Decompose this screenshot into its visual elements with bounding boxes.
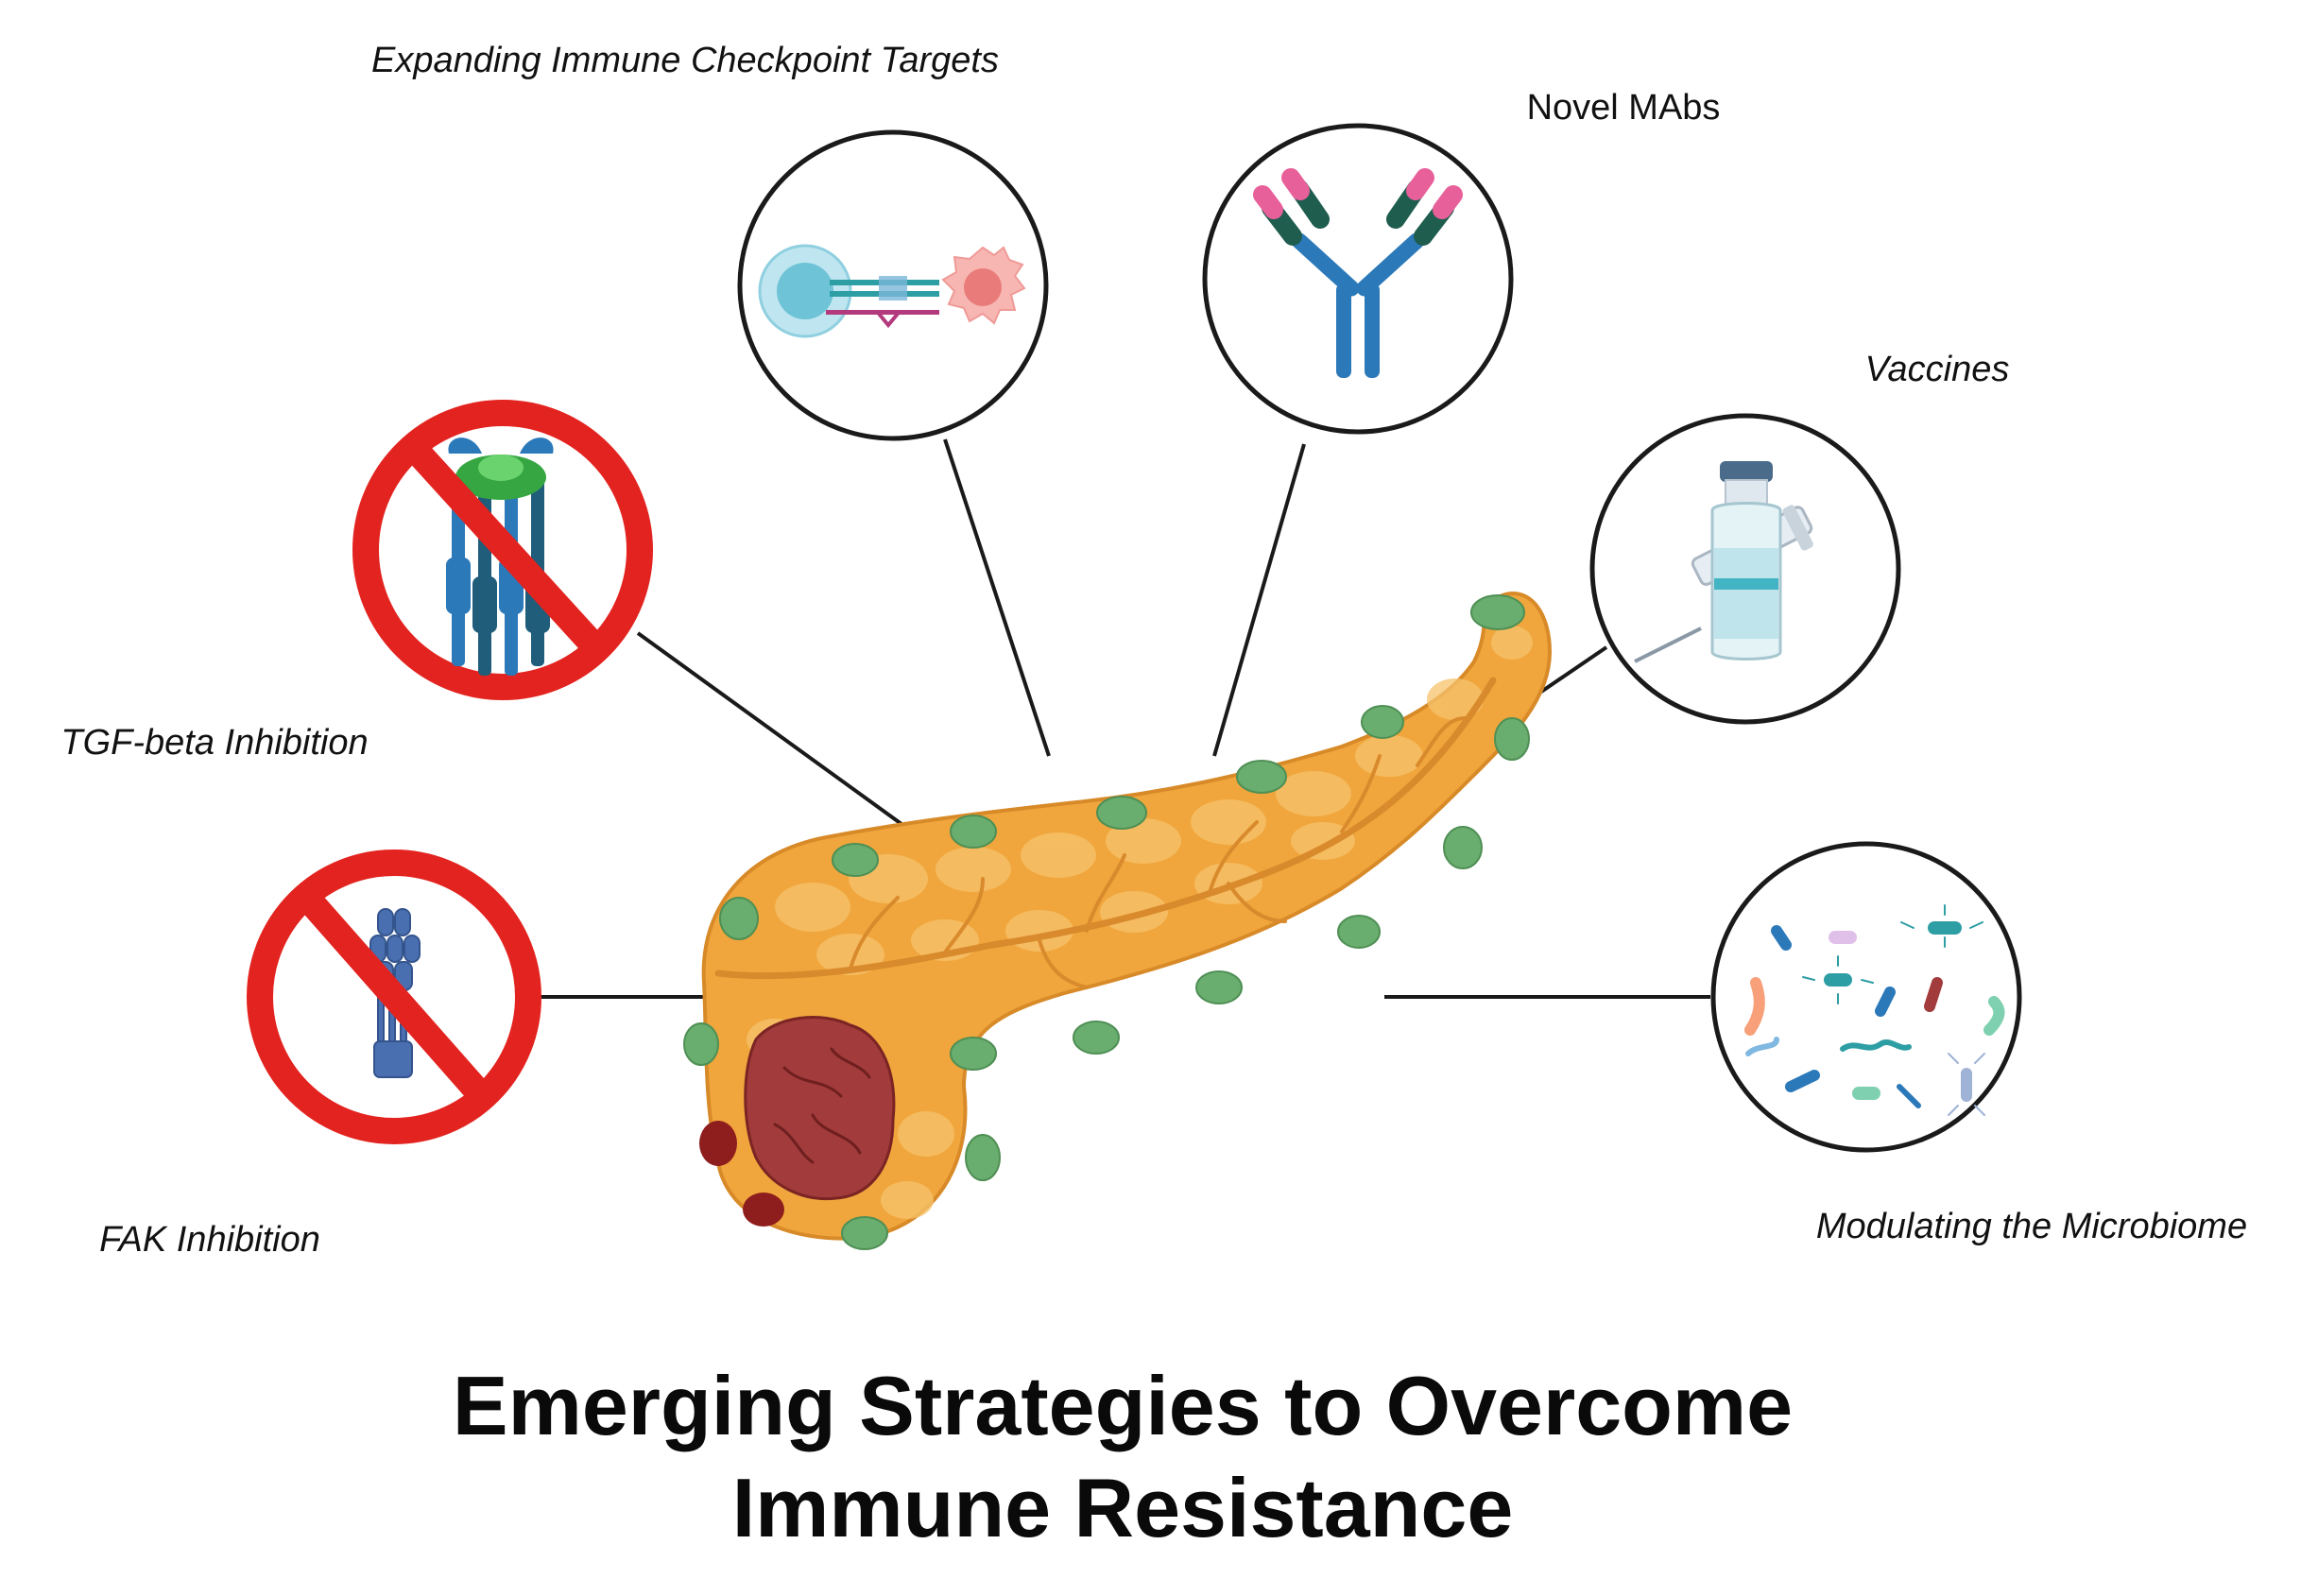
- lymph-node: [1443, 826, 1483, 869]
- lymph-node: [1494, 717, 1530, 761]
- microbiome-circle: [1710, 841, 2022, 1153]
- lymph-node: [1236, 760, 1287, 794]
- checkpoint-label: Expanding Immune Checkpoint Targets: [371, 41, 999, 80]
- diagram-title: Emerging Strategies to Overcome Immune R…: [453, 1359, 1793, 1554]
- tgf-beta-receptor-prohibited-icon: [352, 400, 653, 700]
- vaccine-vial-syringe-icon: [1634, 461, 1813, 663]
- vaccines-label: Vaccines: [1865, 350, 2010, 389]
- mabs-item: Novel MAbs: [1202, 88, 1721, 435]
- lymph-node: [1470, 594, 1525, 630]
- connector-lines: [539, 438, 1710, 999]
- lymph-node: [841, 1216, 888, 1250]
- checkpoint-item: Expanding Immune Checkpoint Targets: [371, 41, 1049, 441]
- fak-item: FAK Inhibition: [99, 849, 541, 1260]
- connector-checkpoint: [943, 438, 1051, 757]
- lymph-node: [1337, 915, 1381, 949]
- tumor-node: [699, 1121, 737, 1166]
- lymph-node: [950, 815, 997, 849]
- tgf-item: TGF-beta Inhibition: [60, 400, 653, 763]
- tumor: [699, 1016, 896, 1227]
- lymph-node: [950, 1037, 997, 1071]
- duct-branches: [849, 716, 1467, 989]
- connector-mabs: [1212, 443, 1306, 757]
- antibody-icon: [1253, 168, 1463, 378]
- lymph-node: [719, 897, 759, 940]
- lymph-nodes: [683, 594, 1530, 1250]
- title-line-2: Immune Resistance: [732, 1461, 1514, 1554]
- lymph-node: [965, 1134, 1001, 1181]
- lymph-node: [1195, 970, 1243, 1004]
- connector-tgf: [636, 631, 914, 833]
- immune-synapse-icon: [758, 244, 1026, 338]
- lymph-node: [1096, 796, 1147, 830]
- microbiome-label: Modulating the Microbiome: [1816, 1207, 2247, 1246]
- mabs-label: Novel MAbs: [1527, 88, 1721, 128]
- title-line-1: Emerging Strategies to Overcome: [453, 1359, 1793, 1452]
- pancreas-illustration: [683, 592, 1553, 1250]
- mabs-circle: [1202, 123, 1514, 435]
- lymph-node: [1073, 1021, 1120, 1055]
- tgf-label: TGF-beta Inhibition: [60, 723, 368, 763]
- fak-protein-prohibited-icon: [247, 849, 541, 1144]
- lymph-node: [832, 843, 879, 877]
- bacteria-icon: [1744, 904, 2005, 1116]
- microbiome-item: Modulating the Microbiome: [1710, 841, 2247, 1246]
- lymph-node: [683, 1022, 719, 1066]
- fak-label: FAK Inhibition: [99, 1220, 320, 1260]
- lymph-node: [1361, 705, 1404, 739]
- tumor-node: [743, 1193, 784, 1227]
- vaccines-item: Vaccines: [1589, 350, 2010, 725]
